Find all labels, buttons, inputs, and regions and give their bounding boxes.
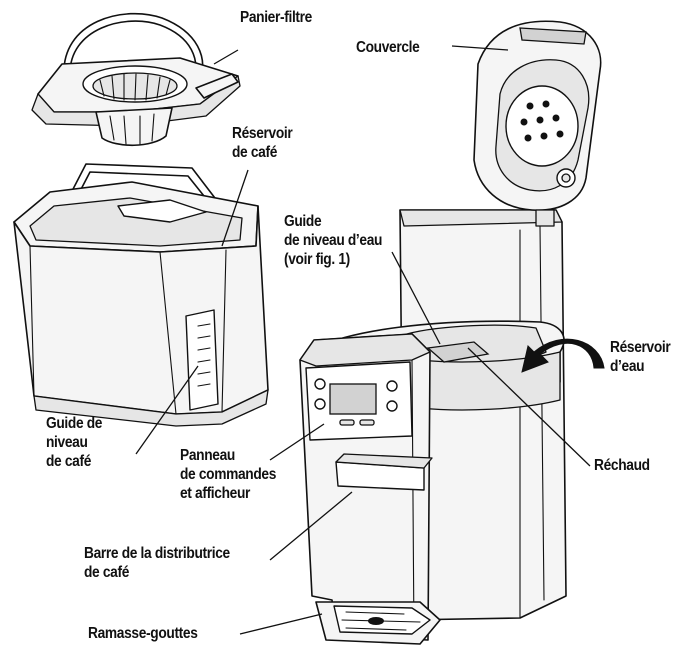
- label-panneau: Panneau de commandes et afficheur: [180, 447, 277, 502]
- label-barre-distributrice: Barre de la distributrice de café: [84, 545, 230, 581]
- label-reservoir-eau: Réservoir d’eau: [610, 339, 671, 375]
- label-couvercle: Couvercle: [356, 39, 420, 56]
- label-guide-niveau-eau: Guide de niveau d’eau (voir fig. 1): [284, 213, 383, 268]
- label-rechaud: Réchaud: [594, 457, 650, 474]
- coffee-machine: [299, 20, 602, 645]
- coffee-reservoir: [13, 163, 269, 427]
- label-panier-filtre: Panier-filtre: [240, 9, 312, 26]
- label-ramasse-gouttes: Ramasse-gouttes: [88, 625, 198, 642]
- filter-basket: [31, 12, 241, 147]
- label-guide-niveau-cafe: Guide de niveau de café: [46, 415, 103, 470]
- leader-lines: [135, 45, 591, 635]
- curved-arrow-icon: [521, 338, 605, 373]
- lid-vent-holes: [520, 100, 564, 142]
- label-reservoir-cafe: Réservoir de café: [232, 125, 293, 161]
